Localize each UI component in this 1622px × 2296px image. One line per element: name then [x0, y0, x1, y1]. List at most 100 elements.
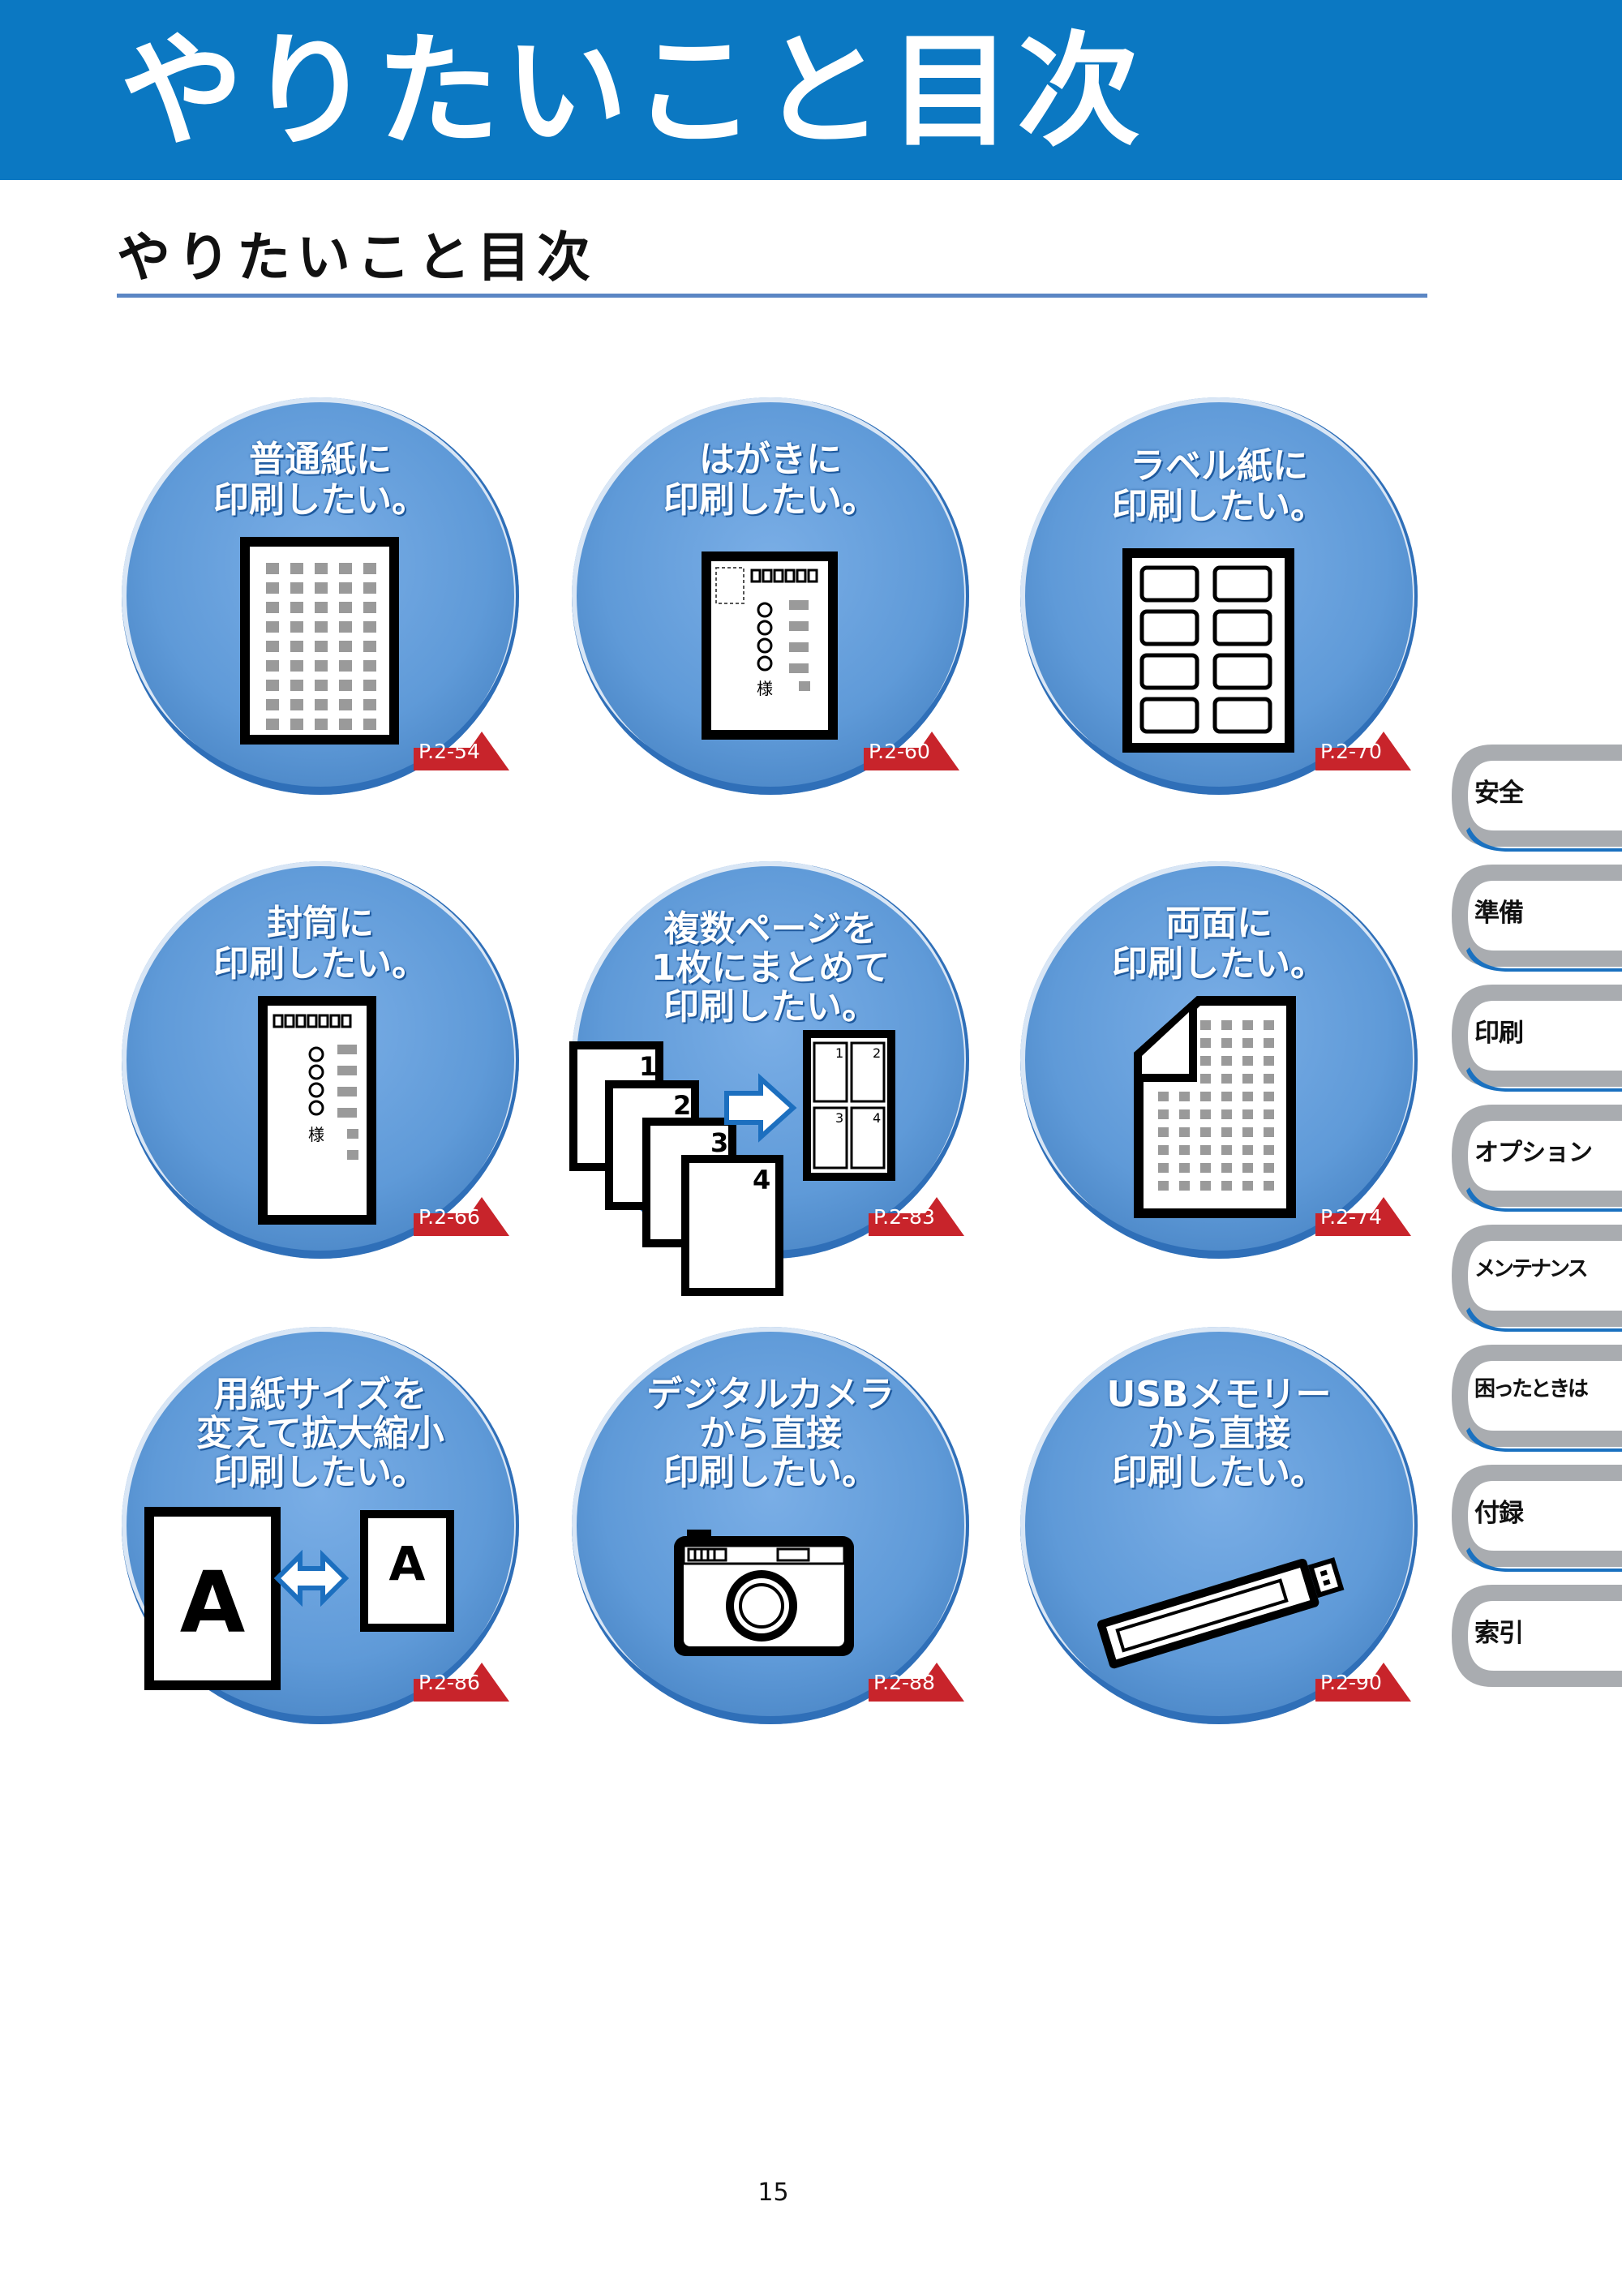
text-block [363, 641, 376, 652]
page-number-2: 2 [673, 1090, 691, 1121]
text-block [1158, 1163, 1169, 1173]
item-title: 両面に 印刷したい。 [1112, 903, 1326, 985]
text-block [1242, 1145, 1253, 1155]
text-block [363, 563, 376, 574]
menu-item-camera[interactable]: デジタルカメラ から直接 印刷したい。 P.2-88 [572, 1327, 969, 1724]
text-block [1158, 1145, 1169, 1155]
side-tab-index[interactable]: 索引 [1444, 1580, 1622, 1692]
side-tab-appendix[interactable]: 付録 [1444, 1460, 1622, 1572]
side-tab-label: オプション [1474, 1139, 1593, 1167]
page-ref-tab[interactable]: P.2-88 [869, 1659, 966, 1702]
text-block [290, 563, 303, 574]
resize-icon: A A [144, 1507, 454, 1690]
text-block [339, 621, 352, 633]
text-block [315, 621, 328, 633]
text-block [266, 602, 279, 613]
text-block [339, 563, 352, 574]
side-tab-label: 付録 [1474, 1499, 1524, 1528]
text-block [290, 641, 303, 652]
page-number: 15 [757, 2178, 789, 2207]
menu-item-labels[interactable]: ラベル紙に 印刷したい。 P.2-70 [1020, 397, 1418, 795]
text-block [315, 641, 328, 652]
text-block [1200, 1163, 1211, 1173]
text-block [315, 719, 328, 730]
item-title: はがきに 印刷したい。 [663, 439, 878, 521]
text-block [315, 582, 328, 594]
text-block [1200, 1109, 1211, 1119]
mini-page-1: 1 [835, 1045, 843, 1061]
text-block [1264, 1145, 1274, 1155]
usb-memory-icon [1097, 1557, 1345, 1669]
text-block [1200, 1020, 1211, 1030]
duplex-icon [1134, 996, 1296, 1218]
item-title: ラベル紙に 印刷したい。 [1112, 445, 1326, 527]
page-ref-tab[interactable]: P.2-83 [869, 1194, 966, 1236]
page-ref-tab[interactable]: P.2-54 [414, 728, 511, 770]
text-block [339, 582, 352, 594]
text-block [1179, 1092, 1190, 1101]
page-ref-label: P.2-66 [418, 1205, 480, 1229]
menu-item-plain-paper[interactable]: 普通紙に 印刷したい。 P.2-54 [122, 397, 519, 795]
text-block [266, 621, 279, 633]
text-block [1264, 1020, 1274, 1030]
text-block [1264, 1074, 1274, 1084]
text-block [1221, 1074, 1232, 1084]
circle-background [572, 1327, 969, 1724]
text-block [1242, 1181, 1253, 1191]
menu-item-duplex[interactable]: 両面に 印刷したい。 P.2-74 [1020, 861, 1418, 1259]
text-block [1200, 1056, 1211, 1066]
text-block [1179, 1181, 1190, 1191]
postcard-icon: 様 [702, 551, 838, 740]
page-ref-tab[interactable]: P.2-86 [414, 1659, 511, 1702]
text-block [1221, 1056, 1232, 1066]
page-number-4: 4 [753, 1165, 770, 1195]
text-block [1221, 1020, 1232, 1030]
menu-item-postcard[interactable]: はがきに 印刷したい。 様 P.2-60 [572, 397, 969, 795]
text-block [290, 699, 303, 710]
text-block [1242, 1038, 1253, 1048]
text-block [1221, 1109, 1232, 1119]
page-ref-tab[interactable]: P.2-90 [1315, 1659, 1413, 1702]
page-ref-label: P.2-86 [418, 1671, 480, 1694]
side-tab-label: 困ったときは [1474, 1377, 1589, 1401]
text-block [290, 602, 303, 613]
section-title: やりたいこと目次 [117, 226, 597, 289]
text-block [1200, 1038, 1211, 1048]
side-tab-safety[interactable]: 安全 [1444, 740, 1622, 852]
page-ref-label: P.2-54 [418, 740, 480, 763]
side-tab-maintenance[interactable]: メンテナンス [1444, 1220, 1622, 1332]
text-block [1200, 1092, 1211, 1101]
page-ref-tab[interactable]: P.2-66 [414, 1194, 511, 1236]
page-ref-tab[interactable]: P.2-70 [1315, 728, 1413, 770]
text-block [1264, 1092, 1274, 1101]
text-block [1264, 1163, 1274, 1173]
text-block [1200, 1127, 1211, 1137]
item-title: 普通紙に 印刷したい。 [213, 439, 427, 521]
text-block [1179, 1109, 1190, 1119]
text-block [290, 621, 303, 633]
text-block [339, 719, 352, 730]
page-ref-tab[interactable]: P.2-74 [1315, 1194, 1413, 1236]
text-block [266, 563, 279, 574]
side-tab-preparation[interactable]: 準備 [1444, 860, 1622, 972]
side-tab-troubleshooting[interactable]: 困ったときは [1444, 1340, 1622, 1452]
text-block [1242, 1074, 1253, 1084]
text-block [1158, 1127, 1169, 1137]
text-block [1158, 1092, 1169, 1101]
text-block [1264, 1056, 1274, 1066]
side-tab-printing[interactable]: 印刷 [1444, 980, 1622, 1092]
item-title: 用紙サイズを 変えて拡大縮小 印刷したい。 [196, 1374, 444, 1493]
page-ref-label: P.2-70 [1320, 740, 1382, 763]
text-block [1179, 1163, 1190, 1173]
text-block [339, 660, 352, 672]
menu-item-envelope[interactable]: 封筒に 印刷したい。 様 P.2-66 [122, 861, 519, 1259]
envelope-glyph: 様 [308, 1125, 324, 1144]
text-block [339, 699, 352, 710]
page-ref-label: P.2-74 [1320, 1205, 1382, 1229]
page-ref-tab[interactable]: P.2-60 [864, 728, 961, 770]
page-ref-label: P.2-90 [1320, 1671, 1382, 1694]
side-tab-options[interactable]: オプション [1444, 1100, 1622, 1212]
menu-item-usb-memory[interactable]: USBメモリー から直接 印刷したい。 P.2-90 [1020, 1327, 1418, 1724]
text-block [339, 602, 352, 613]
mini-page-4: 4 [873, 1110, 881, 1126]
